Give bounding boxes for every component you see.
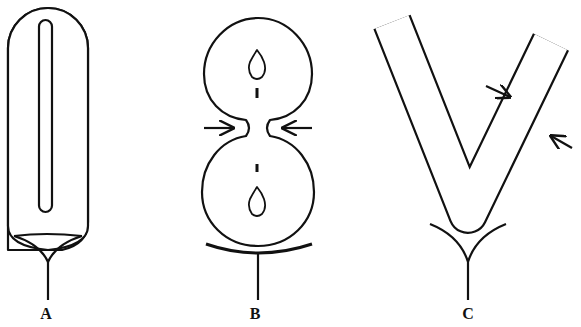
figure-label: A: [40, 306, 52, 322]
figure-a: [8, 8, 88, 300]
figure-label: C: [462, 306, 474, 322]
figure-c: [392, 22, 572, 300]
figure-label: B: [250, 306, 261, 322]
figure-b: [202, 18, 314, 300]
